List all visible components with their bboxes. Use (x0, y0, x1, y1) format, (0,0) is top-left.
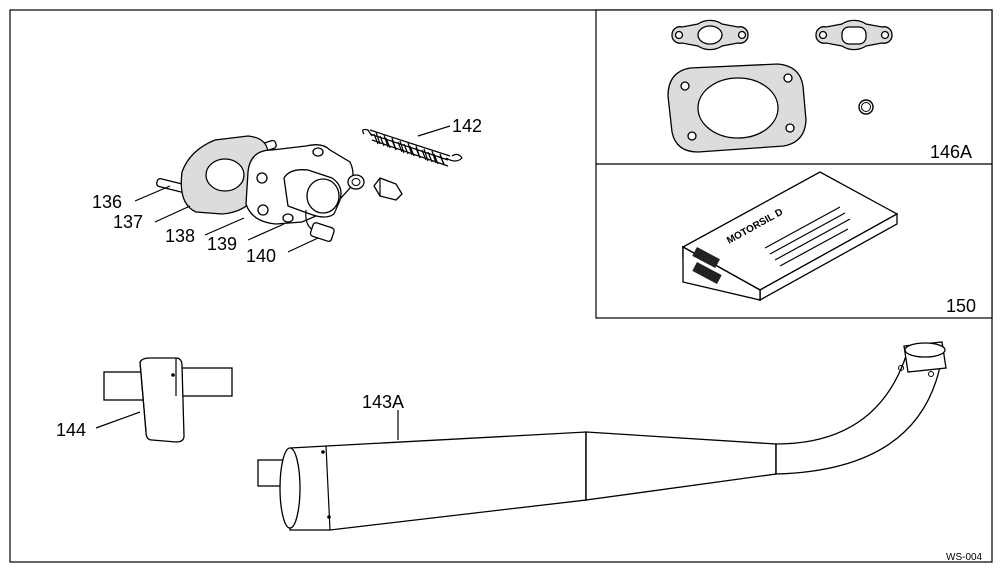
label-136: 136 (92, 192, 122, 212)
muffler-mount (103, 357, 233, 443)
gasket-kit (667, 19, 893, 153)
hex-nut (373, 177, 403, 201)
label-143A: 143A (362, 392, 404, 412)
label-144: 144 (56, 420, 86, 440)
drawing-code: WS-004 (946, 552, 983, 563)
clamp-nut (309, 222, 335, 242)
manifold-assembly (156, 128, 463, 242)
label-138: 138 (165, 226, 195, 246)
label-150: 150 (946, 296, 976, 316)
label-140: 140 (246, 246, 276, 266)
label-137: 137 (113, 212, 143, 232)
sealant-box: MOTORSIL D (681, 171, 899, 302)
label-139: 139 (207, 234, 237, 254)
washer (347, 174, 365, 190)
label-146A: 146A (930, 142, 972, 162)
muffler (257, 341, 947, 531)
label-142: 142 (452, 116, 482, 136)
o-ring (858, 99, 874, 115)
spring (362, 128, 463, 165)
